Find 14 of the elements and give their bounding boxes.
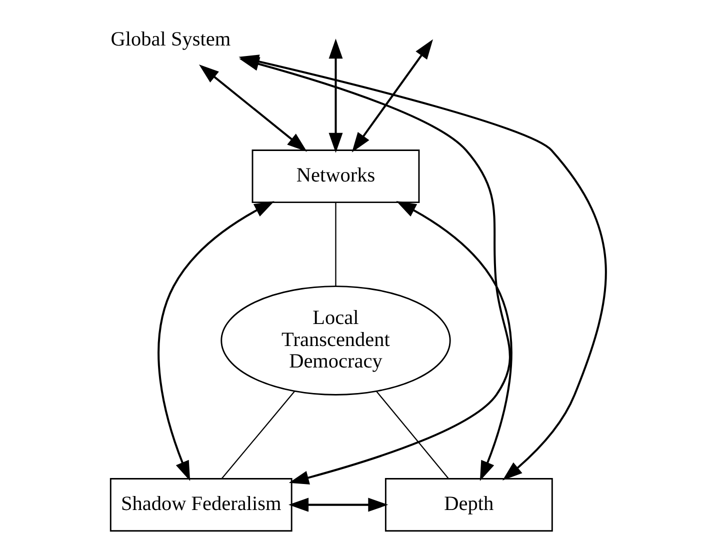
connector [334, 202, 336, 286]
node-text: Global System [110, 28, 230, 51]
arrow [351, 39, 432, 152]
arrow [198, 64, 307, 152]
arrow [288, 498, 388, 512]
arrow [396, 201, 512, 482]
node-box: Depth [384, 478, 552, 532]
node-box: Shadow Federalism [109, 478, 292, 532]
node-ellipse: Local Transcendent Democracy [220, 286, 450, 396]
node-box: Networks [251, 150, 420, 204]
arrow [328, 38, 342, 153]
arrow [157, 201, 274, 482]
connector [375, 390, 448, 479]
connector [220, 390, 295, 480]
